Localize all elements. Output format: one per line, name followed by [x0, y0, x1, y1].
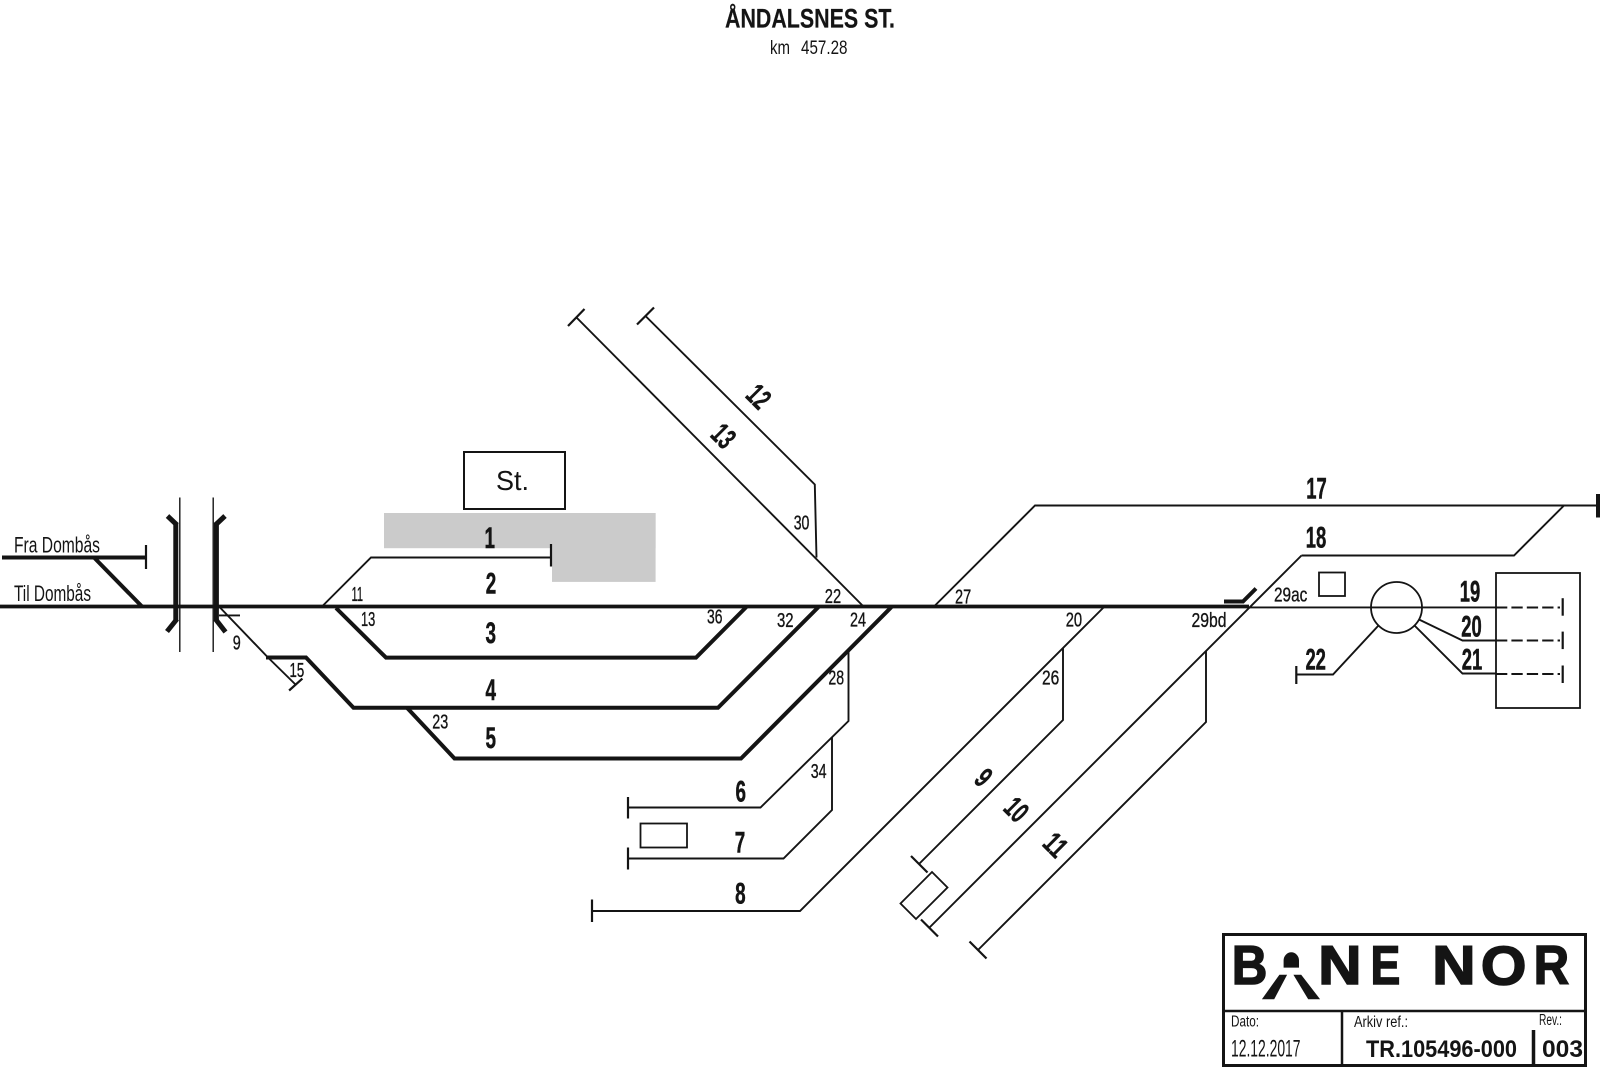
svg-text:34: 34 — [811, 760, 827, 783]
svg-text:12.12.2017: 12.12.2017 — [1231, 1036, 1301, 1063]
svg-text:km: km — [770, 37, 790, 59]
svg-text:28: 28 — [828, 667, 844, 690]
svg-text:36: 36 — [707, 606, 723, 629]
svg-text:O: O — [1481, 934, 1527, 996]
svg-text:21: 21 — [1462, 644, 1483, 677]
svg-text:9: 9 — [233, 632, 241, 655]
svg-text:32: 32 — [777, 609, 794, 632]
svg-text:22: 22 — [825, 585, 841, 608]
svg-text:E: E — [1371, 934, 1401, 996]
svg-text:29bd: 29bd — [1192, 609, 1227, 632]
svg-text:Til Dombås: Til Dombås — [14, 581, 91, 606]
svg-text:TR.105496-000: TR.105496-000 — [1366, 1036, 1517, 1063]
svg-text:22: 22 — [1305, 644, 1326, 677]
svg-text:B: B — [1232, 934, 1267, 996]
svg-text:17: 17 — [1306, 472, 1327, 505]
svg-text:30: 30 — [794, 512, 810, 535]
svg-text:R: R — [1534, 934, 1569, 996]
svg-text:Arkiv ref.:: Arkiv ref.: — [1354, 1014, 1408, 1031]
svg-text:29ac: 29ac — [1274, 583, 1307, 606]
svg-text:N: N — [1432, 934, 1475, 996]
svg-text:4: 4 — [486, 674, 497, 707]
svg-text:23: 23 — [432, 710, 448, 733]
svg-text:15: 15 — [290, 659, 305, 682]
svg-text:24: 24 — [850, 608, 866, 631]
svg-text:27: 27 — [955, 586, 971, 609]
svg-text:Fra Dombås: Fra Dombås — [14, 533, 100, 558]
svg-text:6: 6 — [735, 776, 746, 809]
svg-text:St.: St. — [496, 465, 529, 496]
svg-text:11: 11 — [352, 583, 364, 606]
svg-text:003: 003 — [1542, 1036, 1583, 1063]
svg-text:457.28: 457.28 — [801, 37, 848, 59]
svg-text:26: 26 — [1042, 667, 1059, 690]
svg-text:Rev.:: Rev.: — [1539, 1012, 1562, 1029]
svg-text:2: 2 — [486, 568, 497, 601]
svg-text:13: 13 — [361, 608, 375, 631]
svg-text:19: 19 — [1460, 576, 1481, 609]
svg-text:3: 3 — [486, 617, 497, 650]
svg-text:18: 18 — [1306, 521, 1327, 554]
svg-text:8: 8 — [735, 877, 746, 910]
svg-text:1: 1 — [485, 522, 496, 555]
svg-text:20: 20 — [1461, 611, 1482, 644]
svg-text:ÅNDALSNES ST.: ÅNDALSNES ST. — [725, 3, 895, 34]
svg-text:5: 5 — [486, 722, 497, 755]
svg-text:Dato:: Dato: — [1231, 1014, 1259, 1031]
svg-text:7: 7 — [735, 826, 746, 859]
svg-text:N: N — [1318, 934, 1361, 996]
svg-text:20: 20 — [1066, 609, 1082, 632]
